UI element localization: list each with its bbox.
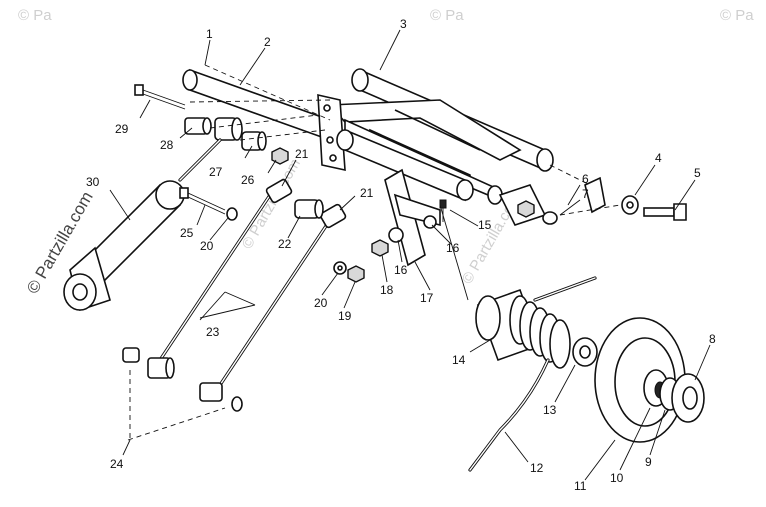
cap-8 [671, 373, 705, 423]
callout-14: 14 [452, 353, 466, 367]
callout-10: 10 [610, 471, 624, 485]
nut-19 [347, 265, 365, 283]
nut-26 [271, 147, 289, 165]
callout-4: 4 [655, 151, 662, 165]
callout-27: 27 [209, 165, 223, 179]
callout-29: 29 [115, 122, 129, 136]
callout-1: 1 [206, 27, 213, 41]
callout-20-right: 20 [314, 296, 328, 310]
callout-8: 8 [709, 332, 716, 346]
link-rod-left [147, 178, 293, 379]
callout-20-left: 20 [200, 239, 214, 253]
callout-16a: 16 [446, 241, 460, 255]
spring-arm-12 [468, 358, 550, 472]
leader-lines [109, 29, 711, 481]
left-bracket-plate [317, 93, 346, 172]
washer-4 [621, 195, 639, 215]
callout-21a: 21 [295, 147, 309, 161]
washer-16b [423, 215, 437, 229]
callout-12: 12 [530, 461, 544, 475]
callout-7: 7 [582, 187, 589, 201]
callout-30: 30 [86, 175, 100, 189]
callout-5: 5 [694, 166, 701, 180]
callout-6: 6 [582, 172, 589, 186]
watermark-faint-2: © Pa [430, 7, 464, 24]
watermark-faint-1: © Pa [18, 7, 52, 24]
bolt-29 [134, 84, 186, 110]
callout-18: 18 [380, 283, 394, 297]
watermark-faint-3: © Pa [720, 7, 754, 24]
callout-28: 28 [160, 138, 174, 152]
spacer-22 [294, 199, 324, 219]
washer-20-right [333, 261, 347, 275]
callout-23: 23 [206, 325, 220, 339]
assembly-dashed-lines [127, 64, 621, 441]
callout-15: 15 [478, 218, 492, 232]
bolt-5 [643, 203, 687, 221]
callout-22: 22 [278, 237, 292, 251]
nut-18 [371, 239, 389, 257]
spacer-27a [214, 117, 243, 141]
callout-11: 11 [574, 479, 587, 493]
washer-16a [388, 227, 404, 243]
spacer-27b [241, 131, 267, 151]
callout-25: 25 [180, 226, 194, 240]
link-rod-right [199, 203, 347, 412]
bushing-28 [184, 117, 212, 135]
callout-13: 13 [543, 403, 557, 417]
callout-21b: 21 [360, 186, 374, 200]
washer-7 [542, 211, 558, 225]
callout-9: 9 [645, 455, 652, 469]
callout-26: 26 [241, 173, 255, 187]
bolt-15 [439, 199, 447, 222]
rear-axle-shaft [182, 68, 331, 142]
callout-labels: 1 2 3 4 5 6 7 8 9 10 11 12 13 14 15 16 1… [86, 17, 716, 493]
bolt-25 [179, 187, 238, 221]
callout-3: 3 [400, 17, 407, 31]
clip-plate [584, 176, 606, 214]
callout-17: 17 [420, 291, 434, 305]
callout-16b: 16 [394, 263, 408, 277]
torsion-spring [509, 276, 597, 369]
bushing-24a [122, 347, 140, 363]
callout-24: 24 [110, 457, 124, 471]
washer-13 [572, 337, 598, 367]
callout-19: 19 [338, 309, 352, 323]
shock-absorber-30 [63, 138, 222, 312]
callout-2: 2 [264, 35, 271, 49]
front-pivot-tube [336, 128, 474, 202]
bracket-6 [498, 184, 547, 226]
